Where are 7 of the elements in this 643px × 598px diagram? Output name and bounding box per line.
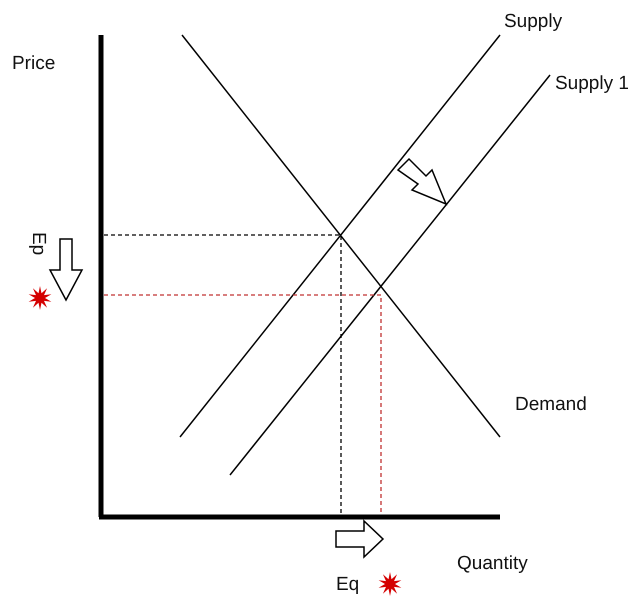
axis-label: Quantity	[457, 554, 528, 573]
axis-label: Price	[12, 54, 56, 73]
axis-label: Ep	[29, 232, 48, 256]
axis-label: Eq	[336, 575, 360, 594]
axis-label: Supply	[504, 12, 562, 31]
axis-label: Supply 1	[555, 74, 629, 93]
axis-label: Demand	[515, 395, 587, 414]
